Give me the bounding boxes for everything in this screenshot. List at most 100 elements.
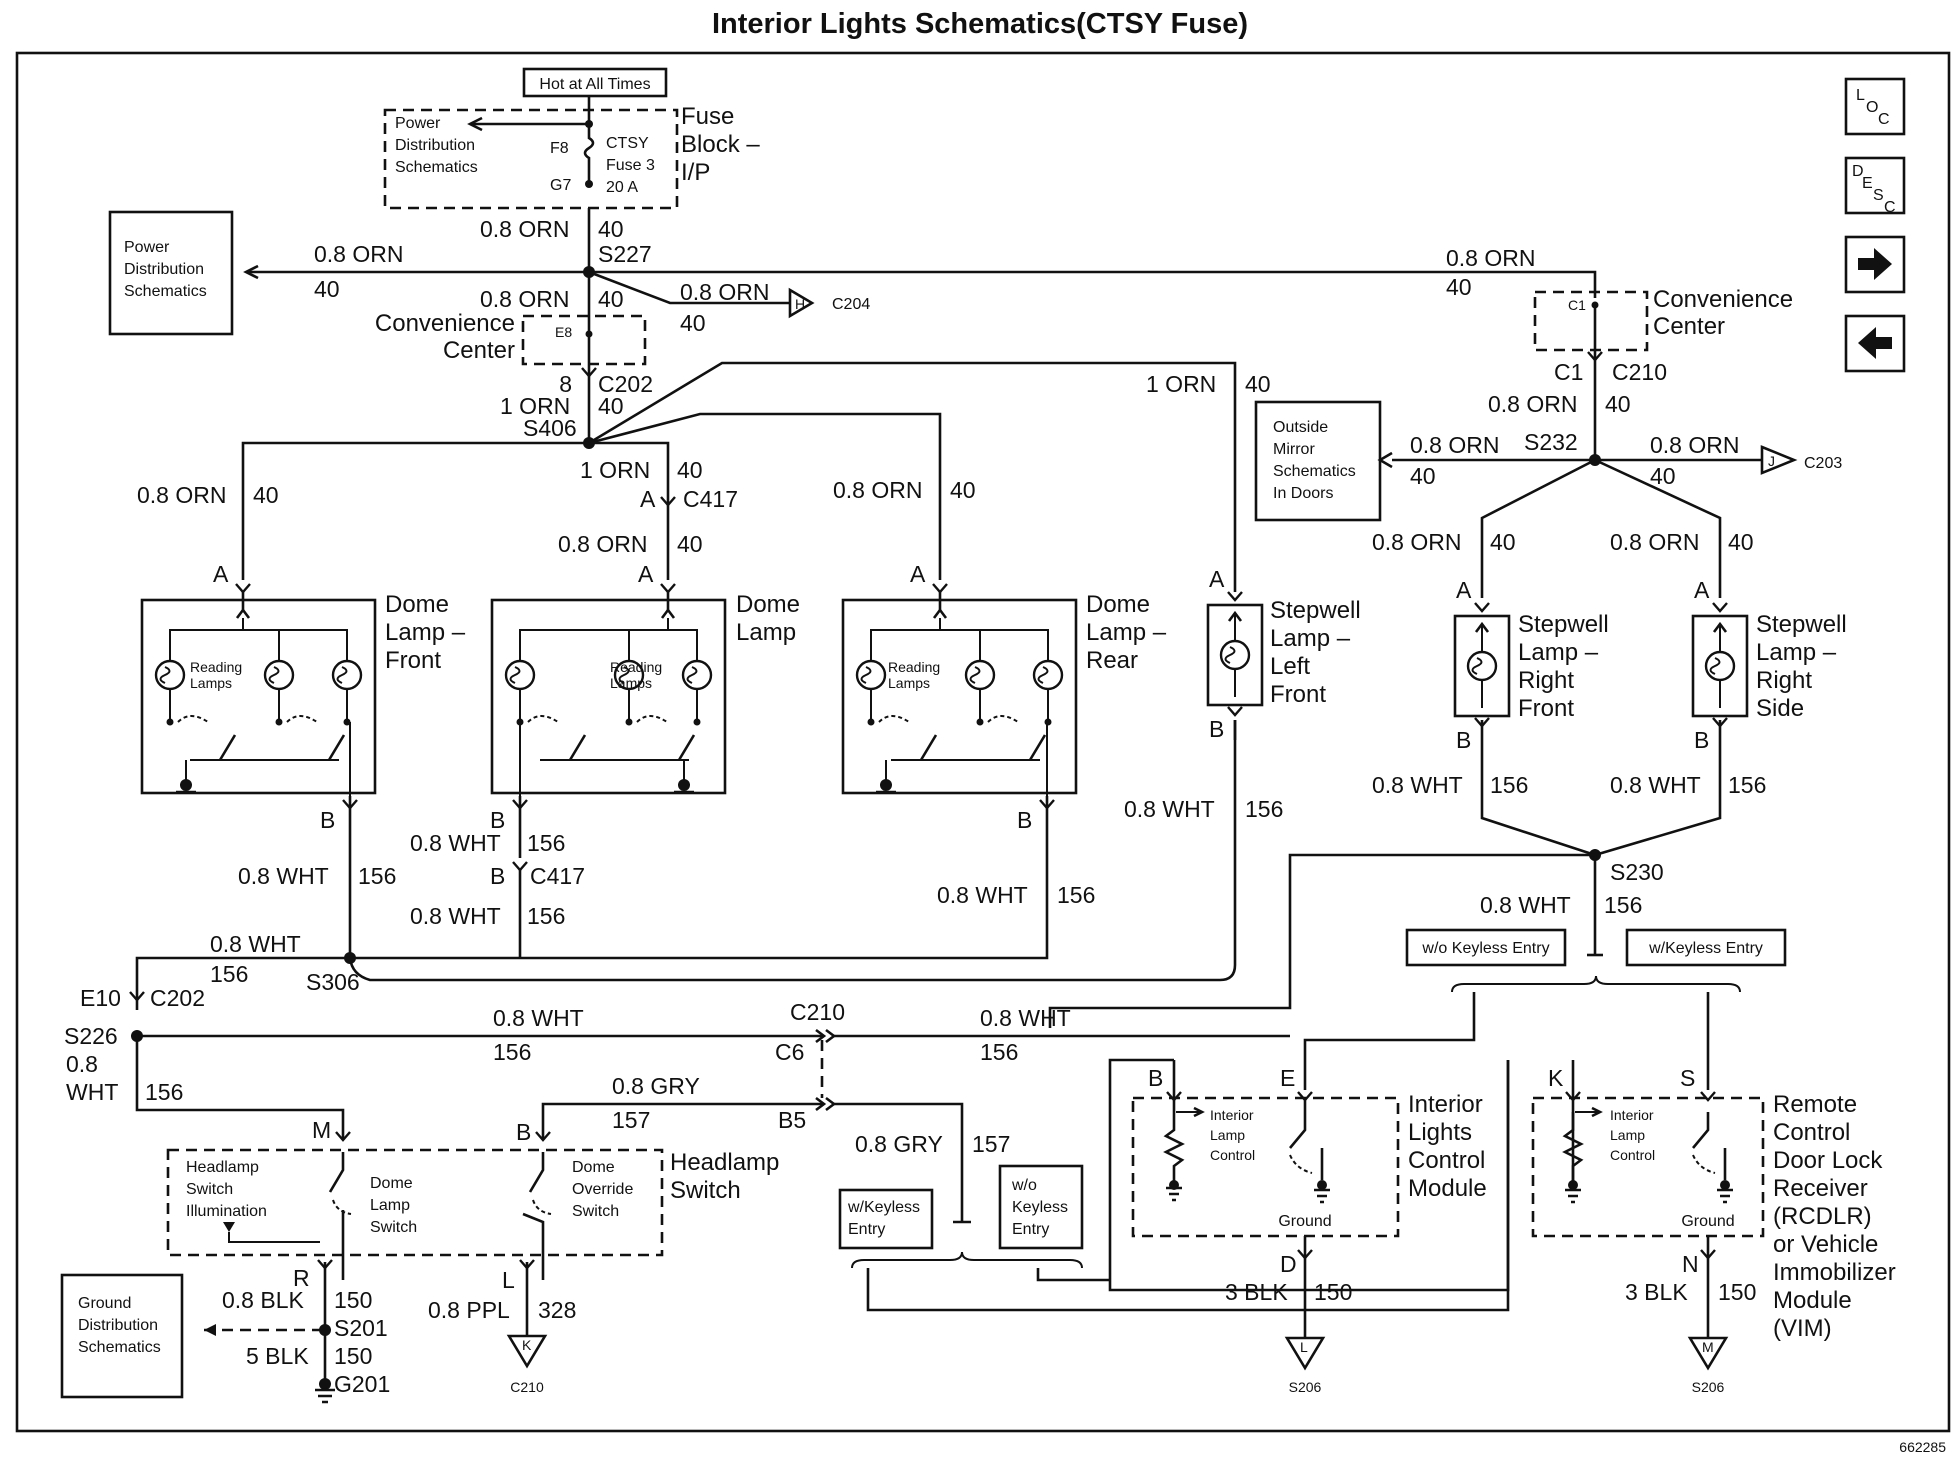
connector-c210-lower: C210 <box>510 1379 544 1395</box>
ilcm-name: Control <box>1408 1147 1485 1174</box>
connector-c210: C210 <box>1612 359 1667 385</box>
headlamp-illum-label: Illumination <box>186 1203 267 1220</box>
fuse-pd-label: Distribution <box>395 137 475 154</box>
wire-label: 0.8 <box>66 1051 98 1077</box>
circuit-label: 40 <box>677 457 703 483</box>
svg-text:E: E <box>1862 175 1873 192</box>
circuit-label: 40 <box>1245 371 1271 397</box>
pin-c6: C6 <box>775 1039 804 1065</box>
connector-c210: C210 <box>790 999 845 1025</box>
convenience-center-label: Center <box>1653 313 1725 340</box>
pin-label: S <box>1680 1065 1695 1091</box>
pin-label: A <box>1209 566 1225 592</box>
ctsy-label: CTSY <box>606 135 649 152</box>
connector-h: H <box>795 296 805 312</box>
circuit-label: 40 <box>598 286 624 312</box>
pin-label: M <box>312 1117 331 1143</box>
dome-lamp-name: Lamp <box>736 619 796 646</box>
next-page-button[interactable] <box>1844 235 1906 294</box>
circuit-label: 40 <box>677 531 703 557</box>
rcdlr-name: Control <box>1773 1119 1850 1146</box>
wire-label: 0.8 WHT <box>210 931 301 957</box>
connector-c417: C417 <box>683 486 738 512</box>
wire-label: 0.8 WHT <box>937 882 1028 908</box>
pin-label: B <box>490 807 505 833</box>
ilcm-name: Module <box>1408 1175 1487 1202</box>
wire-label: 0.8 WHT <box>1372 772 1463 798</box>
rcdlr-control-label: Lamp <box>1610 1127 1645 1143</box>
mirror-box-label: Schematics <box>1273 463 1356 480</box>
pin-label: B <box>1694 727 1709 753</box>
pin-label: B <box>1017 807 1032 833</box>
circuit-label: 40 <box>314 276 340 302</box>
connector-j: J <box>1768 453 1775 469</box>
fuse-pd-label: Power <box>395 115 441 132</box>
convenience-center-label: Convenience <box>375 310 515 337</box>
circuit-label: 150 <box>1718 1279 1756 1305</box>
splice-label: S232 <box>1524 429 1578 455</box>
loc-button[interactable]: LOC <box>1844 77 1906 136</box>
pin-label: A <box>640 486 656 512</box>
reading-lamps-label: Reading <box>190 659 242 675</box>
connector-c202: C202 <box>150 985 205 1011</box>
ilcm-control-label: Control <box>1210 1147 1255 1163</box>
splice-label: S227 <box>598 241 652 267</box>
power-box-label: Schematics <box>124 283 207 300</box>
pin-label: A <box>638 561 654 587</box>
prev-page-button[interactable] <box>1844 314 1906 373</box>
svg-text:L: L <box>1856 87 1865 104</box>
circuit-label: 156 <box>358 863 396 889</box>
fuse-block <box>383 108 679 210</box>
ilcm-control-label: Interior <box>1210 1107 1254 1123</box>
stepwell-lamp-name: Front <box>1270 681 1326 708</box>
connector-c202: C202 <box>598 371 653 397</box>
override-switch-label: Switch <box>572 1203 619 1220</box>
circuit-label: 156 <box>527 903 565 929</box>
fuse-pd-label: Schematics <box>395 159 478 176</box>
circuit-label: 40 <box>950 477 976 503</box>
mirror-box-label: Mirror <box>1273 441 1315 458</box>
option-with-keyless <box>1625 928 1787 967</box>
rcdlr-name: Door Lock <box>1773 1147 1883 1174</box>
pin-b5: B5 <box>778 1107 806 1133</box>
stepwell-lamp-name: Stepwell <box>1518 611 1609 638</box>
right-arrow-icon <box>1858 248 1892 280</box>
reading-lamps-label: Lamps <box>888 675 930 691</box>
circuit-label: 156 <box>980 1039 1018 1065</box>
override-switch-label: Dome <box>572 1159 615 1176</box>
pin-e8: E8 <box>555 324 572 340</box>
circuit-label: 156 <box>1604 892 1642 918</box>
pin-label: A <box>1694 577 1710 603</box>
diagram-title: Interior Lights Schematics(CTSY Fuse) <box>712 8 1248 40</box>
pin-label: B <box>490 863 505 889</box>
wire-label: 0.8 WHT <box>238 863 329 889</box>
dome-lamp-name: Rear <box>1086 647 1138 674</box>
splice-label: S230 <box>1610 859 1664 885</box>
wire-label: 1 ORN <box>1146 371 1216 397</box>
circuit-label: 40 <box>1446 274 1472 300</box>
fuse-block-label: I/P <box>681 159 710 186</box>
wire-label: 0.8 ORN <box>480 216 569 242</box>
rcdlr-name: Module <box>1773 1287 1852 1314</box>
rcdlr-module <box>1531 1096 1765 1238</box>
wire-label: 1 ORN <box>580 457 650 483</box>
wire-label: 0.8 ORN <box>314 241 403 267</box>
circuit-label: 156 <box>493 1039 531 1065</box>
reading-lamps-label: Lamps <box>190 675 232 691</box>
option-with-keyless-left <box>838 1188 934 1250</box>
diagram-frame <box>15 51 1951 1433</box>
stepwell-lamp-name: Lamp – <box>1518 639 1599 666</box>
mirror-box-label: In Doors <box>1273 485 1333 502</box>
circuit-label: 40 <box>1728 529 1754 555</box>
option-label: w/Keyless <box>847 1199 920 1216</box>
wire-label: 0.8 ORN <box>480 286 569 312</box>
option-label: Entry <box>848 1221 885 1238</box>
circuit-label: 156 <box>210 961 248 987</box>
stepwell-lamp-name: Right <box>1756 667 1812 694</box>
